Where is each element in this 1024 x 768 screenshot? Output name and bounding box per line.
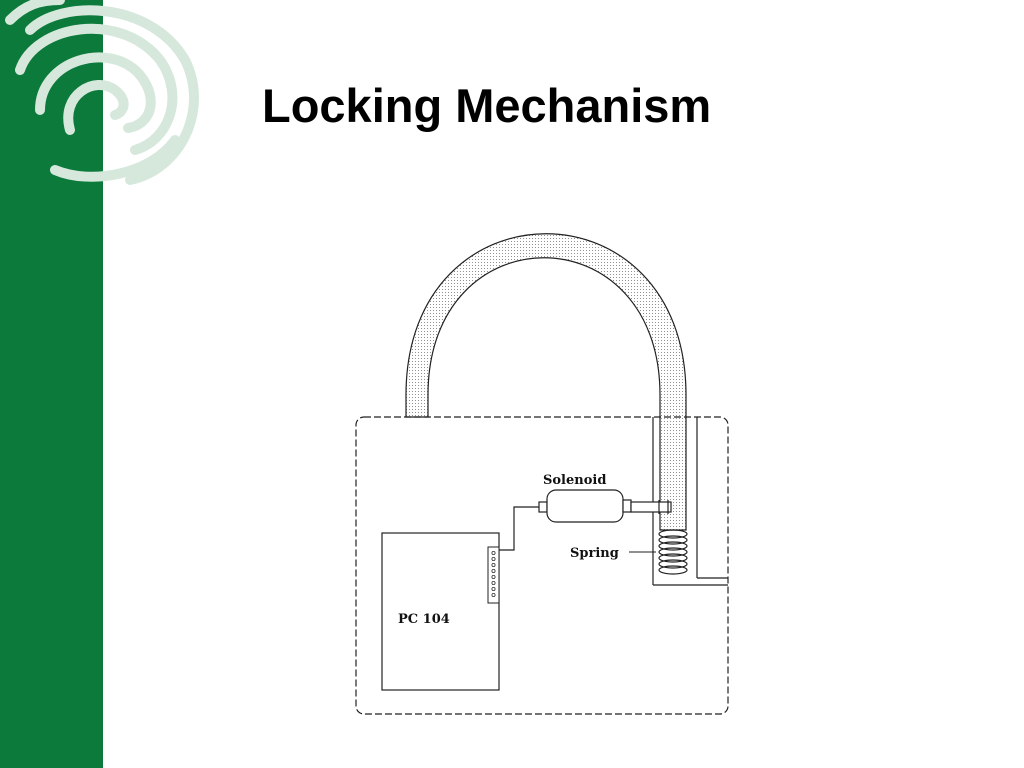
lock-shackle xyxy=(405,233,687,531)
slide-title: Locking Mechanism xyxy=(262,79,712,132)
shackle-channel xyxy=(652,417,728,586)
solenoid-label: Solenoid xyxy=(543,473,606,488)
pc104-connector xyxy=(487,546,500,604)
fingerprint-logo-icon xyxy=(5,0,199,185)
sidebar xyxy=(0,0,103,768)
pc104-label: PC 104 xyxy=(398,612,450,627)
spring-label: Spring xyxy=(570,546,619,561)
spring xyxy=(658,529,688,575)
wire xyxy=(499,506,539,551)
lock-body xyxy=(355,416,729,715)
solenoid xyxy=(538,489,672,523)
pc104-board xyxy=(381,532,500,691)
